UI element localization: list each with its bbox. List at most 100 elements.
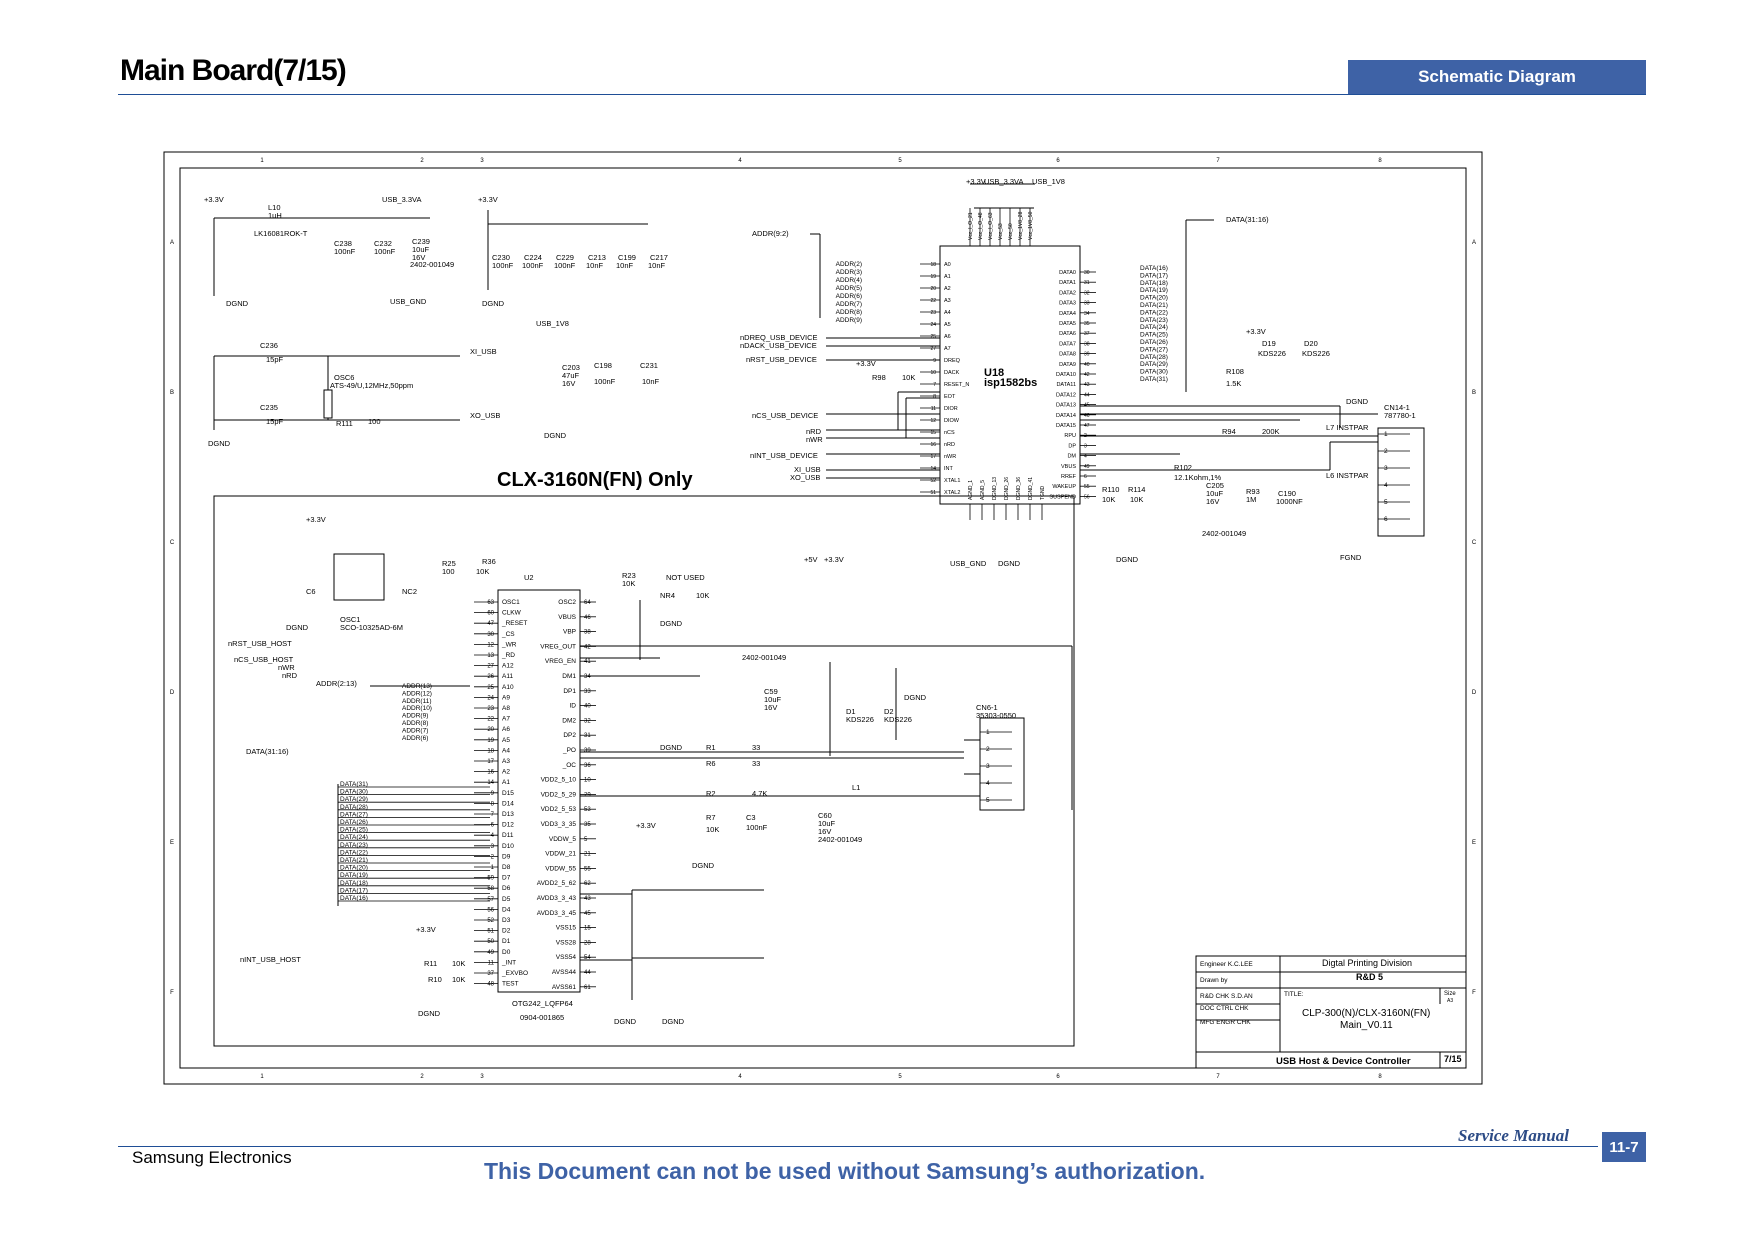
- ref-label: R93: [1246, 487, 1260, 496]
- u2-pin-name: _RESET: [501, 620, 527, 627]
- u18-pin-number: 24: [930, 322, 936, 328]
- ref-label: D2: [884, 707, 894, 716]
- u18-pin-name: DIOW: [944, 418, 960, 424]
- u2-addr-net: ADDR(9): [402, 713, 428, 720]
- net-label: DGND: [1346, 397, 1369, 406]
- value-label: 100nF: [746, 823, 768, 832]
- zone-marker-top: 4: [738, 158, 742, 164]
- u18-pin-number: 7: [933, 382, 936, 388]
- u2-pin-number: 37: [487, 971, 494, 977]
- u18-data-net: DATA(17): [1140, 272, 1168, 279]
- value-label: 10K: [622, 579, 635, 588]
- value-label: 1.5K: [1226, 379, 1241, 388]
- u18-pin-number: 43: [1084, 382, 1090, 388]
- u18-pin-name: DATA13: [1056, 403, 1076, 409]
- u18-pin-number: 44: [1084, 392, 1090, 398]
- u18-pin-name: DATA15: [1056, 423, 1076, 429]
- zone-marker-bottom: 1: [260, 1074, 264, 1080]
- ref-label: R10: [428, 975, 442, 984]
- value-label: 100: [368, 417, 381, 426]
- net-label: XI_USB: [794, 465, 821, 474]
- u2-pin-number: 54: [584, 955, 591, 961]
- u18-pin-number: 27: [930, 346, 936, 352]
- net-label: DGND: [660, 619, 683, 628]
- footer-manual: Service Manual: [1458, 1126, 1569, 1145]
- u18-pin-number: 23: [930, 310, 936, 316]
- u2-pin-number: 40: [584, 704, 591, 710]
- net-label: +3.3V: [636, 821, 656, 830]
- value-label: 15pF: [266, 355, 284, 364]
- net-label: +3.3V: [824, 555, 844, 564]
- u2-pin-number: 60: [487, 611, 494, 617]
- u2-pin-name: A5: [502, 737, 510, 744]
- value-label: 10nF: [586, 261, 604, 270]
- u2-pin-name: AVSS61: [552, 984, 576, 991]
- u18-data-net: DATA(21): [1140, 302, 1168, 309]
- cn14-pin: 2: [1384, 448, 1388, 455]
- tb-sheet-title: USB Host & Device Controller: [1276, 1056, 1411, 1067]
- ref-label: C224: [524, 253, 542, 262]
- value-label: 100nF: [522, 261, 544, 270]
- variant-label: CLX-3160N(FN) Only: [497, 469, 693, 491]
- ref-label: R110: [1102, 485, 1119, 494]
- u18-bottom-pin: TGND: [1040, 485, 1046, 500]
- u18-pin-name: DATA7: [1059, 341, 1076, 347]
- net-label: nRD: [806, 427, 822, 436]
- u2-pin-number: 13: [487, 653, 494, 659]
- value-label: 15pF: [266, 417, 284, 426]
- u18-data-net: DATA(29): [1140, 361, 1168, 368]
- ref-label: NC2: [402, 587, 417, 596]
- value-label: 16V: [764, 703, 777, 712]
- u2-pin-name: D8: [502, 864, 511, 871]
- u2-pin-number: 27: [487, 664, 494, 670]
- u18-pin-number: 39: [1084, 352, 1090, 358]
- u2-pin-number: 7: [491, 812, 495, 818]
- u18-addr-net: ADDR(8): [836, 309, 862, 316]
- tb-engineer: Engineer K.C.LEE: [1200, 961, 1253, 968]
- u18-pin-name: DATA10: [1056, 372, 1076, 378]
- u18-pin-name: DATA1: [1059, 280, 1076, 286]
- zone-marker-right: A: [1472, 240, 1476, 246]
- ref-label: C229: [556, 253, 574, 262]
- u2-pin-number: 49: [487, 950, 494, 956]
- u18-pin-name: DATA0: [1059, 270, 1076, 276]
- u18-top-pin: Vcc_50: [1008, 223, 1014, 240]
- u2-pin-name: D10: [502, 843, 514, 850]
- u2-data-net: DATA(31): [340, 781, 368, 788]
- u18-pin-number: 22: [930, 298, 936, 304]
- u18-pin-name: DATA2: [1059, 290, 1076, 296]
- u18-pin-number: 51: [930, 490, 936, 496]
- u18-data-net: DATA(16): [1140, 265, 1168, 272]
- u2-data-net: DATA(16): [340, 895, 368, 902]
- u2-addr-net: ADDR(10): [402, 705, 432, 712]
- value-label: 16V: [1206, 497, 1219, 506]
- net-label: DGND: [662, 1017, 685, 1026]
- zone-marker-left: F: [170, 990, 174, 996]
- net-label: USB_1V8: [536, 319, 569, 328]
- net-label: ADDR(9:2): [752, 229, 789, 238]
- ref-label: D19: [1262, 339, 1276, 348]
- u18-data-net: DATA(24): [1140, 324, 1168, 331]
- u18-pin-number: 49: [1084, 464, 1090, 470]
- net-label: DGND: [208, 439, 231, 448]
- u2-pin-number: 51: [487, 929, 494, 935]
- cn6-pin: 2: [986, 746, 990, 753]
- net-label: nINT_USB_DEVICE: [750, 451, 818, 460]
- u2-pin-number: 61: [584, 985, 591, 991]
- u2-pin-number: 55: [584, 866, 591, 872]
- u2-pin-name: A2: [502, 769, 510, 776]
- u18-data-net: DATA(31): [1140, 376, 1168, 383]
- part-label: ATS-49/U,12MHz,50ppm: [330, 381, 413, 390]
- net-label: NOT USED: [666, 573, 705, 582]
- u2-pin-number: 31: [584, 733, 591, 739]
- u2-data-net: DATA(21): [340, 857, 368, 864]
- u2-pin-number: 30: [487, 632, 494, 638]
- u2-data-net: DATA(30): [340, 789, 368, 796]
- tb-dept: R&D 5: [1356, 972, 1383, 982]
- u2-pin-number: 12: [487, 642, 494, 648]
- value-label: 10uF: [1206, 489, 1224, 498]
- value-label: 10K: [706, 825, 719, 834]
- net-label: USB_GND: [390, 297, 427, 306]
- net-label: XI_USB: [470, 347, 497, 356]
- u2-pin-name: A8: [502, 705, 510, 712]
